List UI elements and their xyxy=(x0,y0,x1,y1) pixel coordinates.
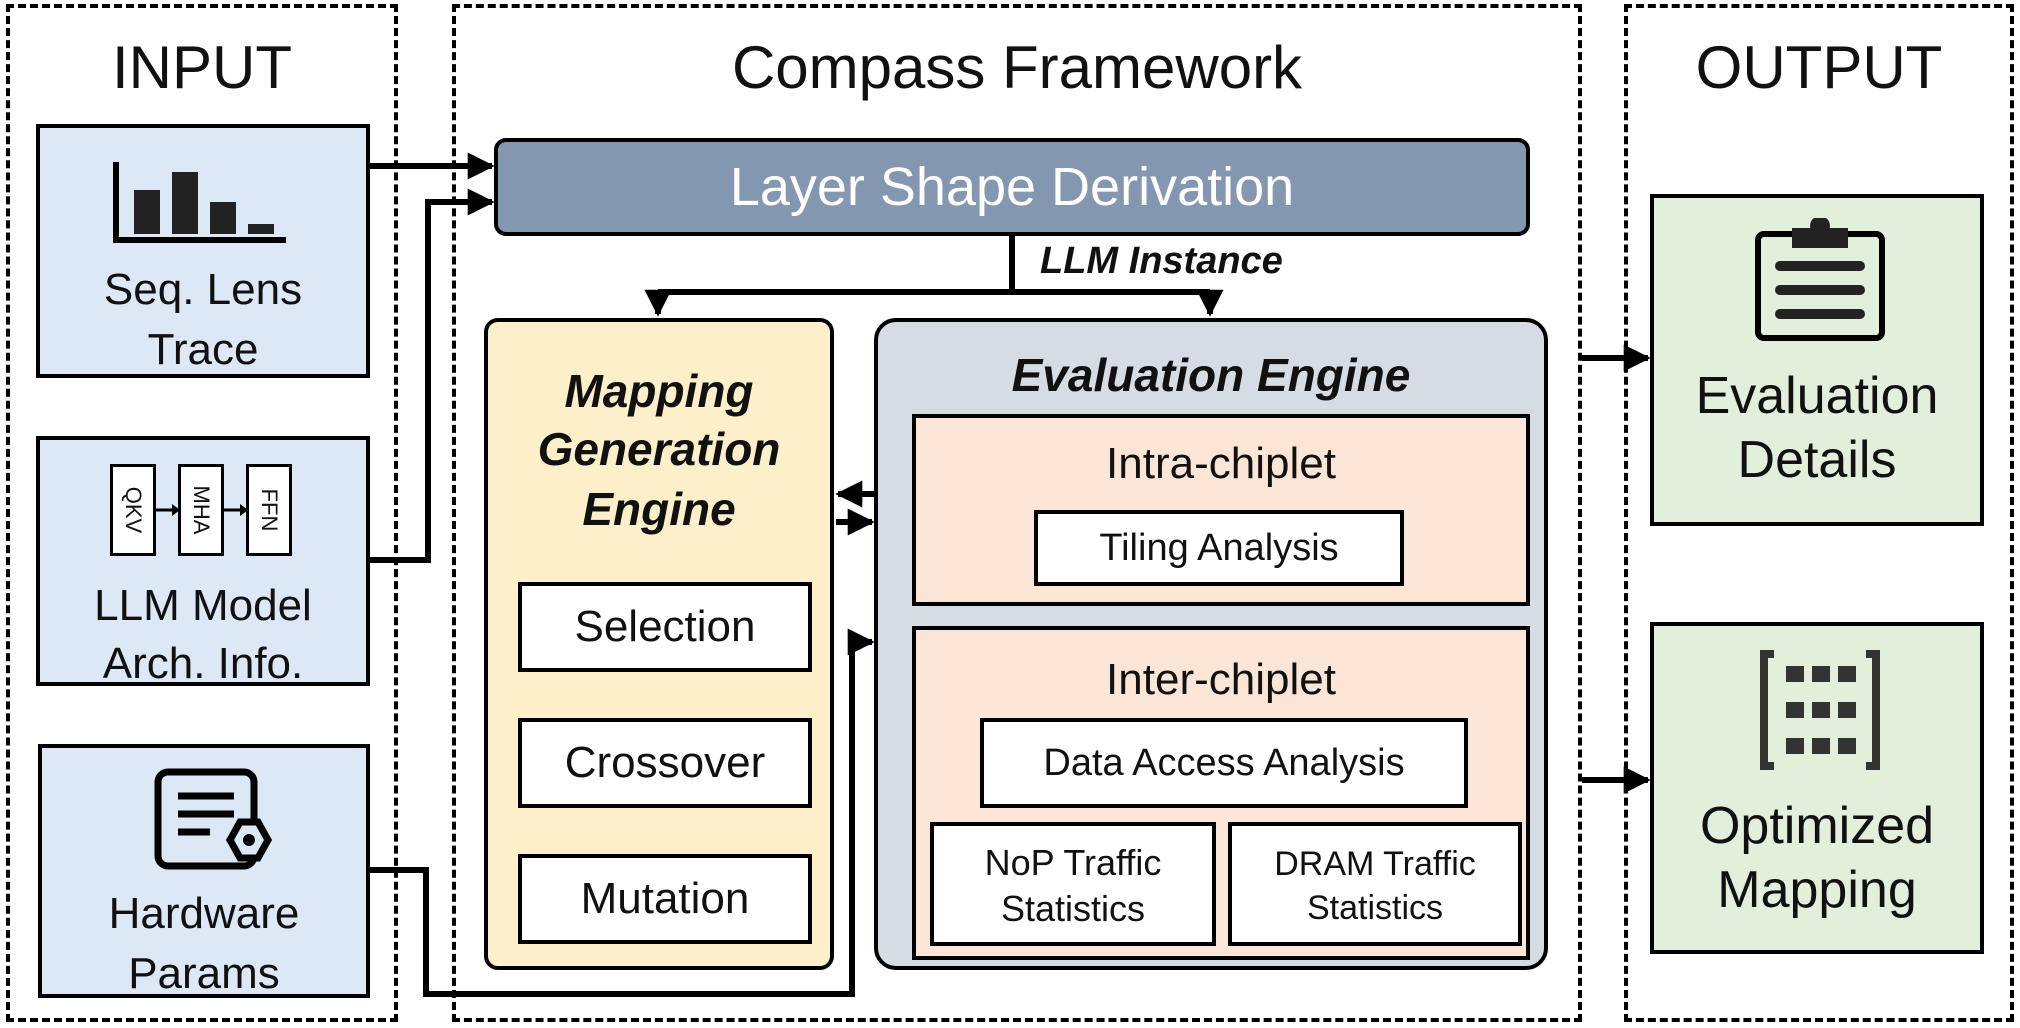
hardware-label-2: Params xyxy=(128,949,280,998)
layer-shape-derivation-box: Layer Shape Derivation xyxy=(494,138,1530,236)
bar-chart-icon xyxy=(113,162,286,243)
dram-traffic-label-2: Statistics xyxy=(1306,889,1444,927)
evaluation-details-label-2: Details xyxy=(1737,431,1897,489)
mapping-engine-title-2: Generation xyxy=(537,423,781,475)
evaluation-details-box: Evaluation Details xyxy=(1650,194,1984,526)
mapping-engine-title-1: Mapping xyxy=(564,365,754,417)
optimized-mapping-label-2: Mapping xyxy=(1717,861,1917,919)
qkv-block: QKV xyxy=(110,464,156,556)
nop-traffic-label-1: NoP Traffic xyxy=(984,842,1162,883)
intra-chiplet-label: Intra-chiplet xyxy=(1106,439,1336,488)
crossover-label: Crossover xyxy=(564,738,766,787)
data-access-analysis-label: Data Access Analysis xyxy=(1043,742,1405,784)
selection-box: Selection xyxy=(518,582,812,672)
mapping-engine-title-3: Engine xyxy=(582,483,736,535)
seq-lens-label-1: Seq. Lens xyxy=(103,265,303,314)
llm-model-label-2: Arch. Info. xyxy=(102,639,304,688)
clipboard-icon xyxy=(1755,218,1885,341)
tiling-analysis-label: Tiling Analysis xyxy=(1099,527,1339,569)
mutation-label: Mutation xyxy=(580,874,750,923)
matrix-icon xyxy=(1760,650,1880,770)
output-region: OUTPUT xyxy=(1624,4,2014,1022)
ffn-block: FFN xyxy=(246,464,292,556)
output-title: OUTPUT xyxy=(1695,34,1943,101)
hardware-params-box: Hardware Params xyxy=(38,744,370,998)
data-access-analysis-box: Data Access Analysis xyxy=(980,718,1468,808)
nop-traffic-box: NoP Traffic Statistics xyxy=(930,822,1216,946)
dram-traffic-box: DRAM Traffic Statistics xyxy=(1228,822,1522,946)
intra-chiplet-box: Intra-chiplet Tiling Analysis xyxy=(912,414,1530,606)
ffn-block-label: FFN xyxy=(257,488,282,532)
layer-shape-derivation-label: Layer Shape Derivation xyxy=(729,157,1295,217)
nop-traffic-label-2: Statistics xyxy=(1000,888,1146,929)
seq-lens-trace-box: Seq. Lens Trace xyxy=(36,124,370,378)
block-arrows-icon xyxy=(156,504,248,516)
input-title: INPUT xyxy=(112,34,292,101)
evaluation-engine-title: Evaluation Engine xyxy=(1011,349,1411,401)
document-gear-icon xyxy=(154,768,273,870)
mapping-generation-engine: Mapping Generation Engine Selection Cros… xyxy=(484,318,834,970)
dram-traffic-label-1: DRAM Traffic xyxy=(1274,845,1476,883)
mutation-box: Mutation xyxy=(518,854,812,944)
optimized-mapping-label-1: Optimized xyxy=(1699,797,1935,855)
evaluation-engine: Evaluation Engine Intra-chiplet Tiling A… xyxy=(874,318,1548,970)
llm-model-box: QKV MHA FFN LLM Model Arch. Info. xyxy=(36,436,370,688)
framework-title: Compass Framework xyxy=(731,34,1303,101)
optimized-mapping-box: Optimized Mapping xyxy=(1650,622,1984,954)
hardware-label-1: Hardware xyxy=(108,889,300,938)
seq-lens-label-2: Trace xyxy=(147,325,259,374)
qkv-block-label: QKV xyxy=(121,486,146,534)
evaluation-details-label-1: Evaluation xyxy=(1695,367,1939,425)
tiling-analysis-box: Tiling Analysis xyxy=(1034,510,1404,586)
inter-chiplet-label: Inter-chiplet xyxy=(1106,655,1336,704)
mha-block: MHA xyxy=(178,464,224,556)
inter-chiplet-box: Inter-chiplet Data Access Analysis NoP T… xyxy=(912,626,1530,960)
llm-model-label-1: LLM Model xyxy=(94,581,312,630)
crossover-box: Crossover xyxy=(518,718,812,808)
llm-instance-label: LLM Instance xyxy=(1040,240,1283,282)
selection-label: Selection xyxy=(574,602,756,651)
